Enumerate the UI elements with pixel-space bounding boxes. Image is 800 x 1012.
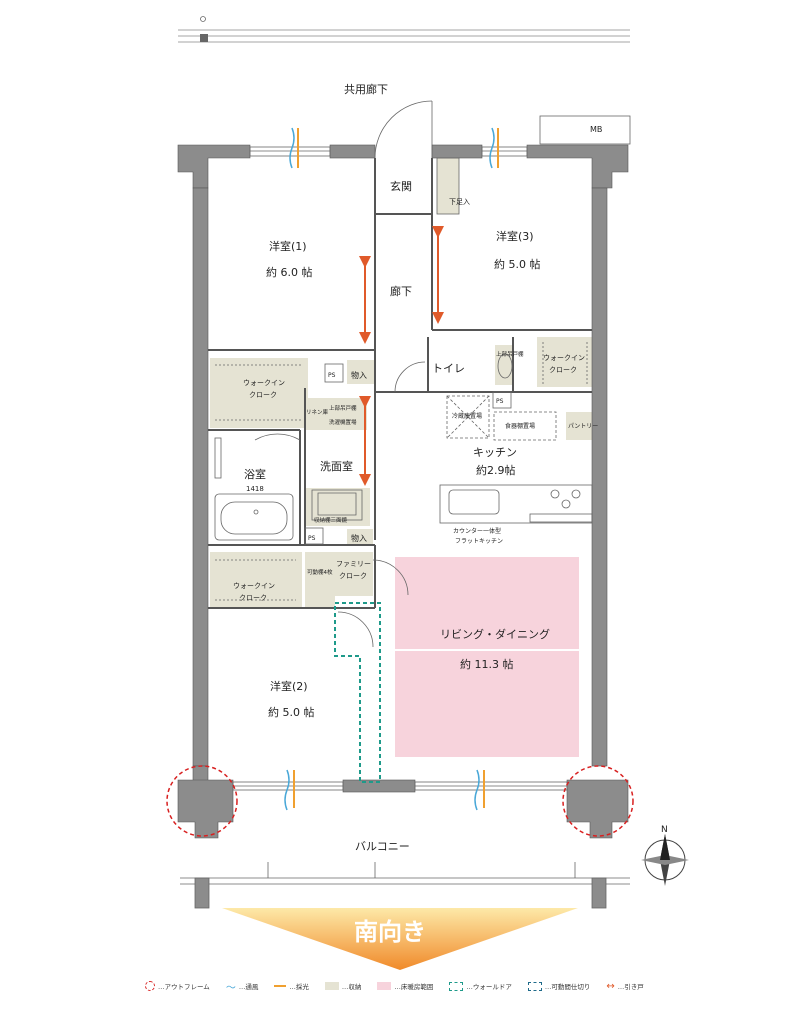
- ps-label-3: PS: [308, 535, 316, 542]
- interior-walls: [208, 158, 592, 609]
- toilet-label: トイレ: [432, 362, 465, 375]
- counter-line2: フラットキッチン: [455, 538, 503, 545]
- outframe-swatch-icon: [145, 981, 155, 991]
- common-corridor-label: 共用廊下: [344, 82, 388, 96]
- legend-label: …採光: [289, 983, 309, 991]
- south-banner-text: 南向き: [354, 918, 426, 946]
- upper-cabinet-label: 上部吊戸棚: [329, 404, 357, 412]
- compass-icon: [641, 834, 689, 886]
- wic-lower-line2: クローク: [239, 594, 267, 602]
- floor-heating-area: [395, 557, 579, 757]
- family-closet-line2: クローク: [339, 572, 367, 580]
- washroom-label: 洗面室: [320, 459, 353, 473]
- dishwasher-label: 食器棚置場: [505, 422, 535, 430]
- bath-code: 1418: [246, 485, 264, 493]
- ldk-size: 約 11.3 帖: [460, 657, 514, 671]
- balcony-label: バルコニー: [355, 840, 410, 853]
- legend-ventilation: 〜 …通風: [226, 979, 259, 994]
- legend-floorheat: …床暖房範囲: [377, 981, 433, 991]
- kitchen-name: キッチン: [473, 446, 517, 459]
- legend-label: …通風: [238, 983, 259, 991]
- walldoor-swatch-icon: [449, 981, 464, 991]
- shoe-box-label: 下足入: [449, 198, 470, 206]
- partition-swatch-icon: [527, 981, 542, 991]
- wic-right-line2: クローク: [549, 366, 577, 374]
- legend-label: …引き戸: [617, 983, 644, 991]
- wall-door-outline: [334, 602, 381, 783]
- toilet-cabinet-label: 上部吊戸棚: [496, 350, 524, 358]
- wic-right-line1: ウォークイン: [543, 354, 585, 362]
- legend-label: …床暖房範囲: [394, 983, 434, 991]
- legend-label: …可動間仕切り: [544, 983, 591, 991]
- vent-daylight-marks: [284, 127, 499, 811]
- top-site-lines: [178, 16, 630, 43]
- legend-partition: …可動間仕切り: [527, 981, 591, 991]
- western3-name: 洋室(3): [496, 229, 534, 243]
- storage-label-1: 物入: [351, 370, 367, 380]
- movable-shelf-label: 可動棚4枚: [307, 568, 333, 576]
- fridge-label: 冷蔵庫置場: [452, 412, 482, 420]
- entrance-label: 玄関: [390, 179, 412, 193]
- legend-label: …ウォールドア: [466, 983, 512, 991]
- ldk-name: リビング・ダイニング: [440, 627, 550, 641]
- western3-size: 約 5.0 帖: [494, 257, 541, 271]
- linen-label: リネン庫: [306, 408, 329, 416]
- wic-lower-line1: ウォークイン: [233, 582, 275, 590]
- room-labels: 共用廊下 MB 洋室(1) 約 6.0 帖 玄関 洋室(3) 約 5.0 帖 廊…: [244, 82, 602, 853]
- legend: …アウトフレーム 〜 …通風 …採光 …収納 …床暖房範囲 …ウォールドア …可…: [145, 977, 655, 995]
- wic-upper-line2: クローク: [249, 391, 277, 399]
- top-windows: [249, 115, 631, 157]
- legend-walldoor: …ウォールドア: [449, 981, 512, 991]
- washer-place-label: 洗濯機置場: [329, 418, 357, 426]
- storage-labels: ウォークイン クローク ウォークイン クローク ウォークイン クローク PS P…: [233, 198, 598, 602]
- legend-storage: …収納: [324, 981, 362, 991]
- fixtures: [180, 100, 630, 909]
- legend-label: …アウトフレーム: [158, 983, 210, 991]
- sliding-arrow-icon: ↔: [606, 980, 615, 992]
- counter-line1: カウンター一体型: [453, 527, 501, 535]
- outframe-circles: [166, 765, 634, 837]
- western2-name: 洋室(2): [270, 679, 308, 693]
- floorheat-swatch-icon: [377, 982, 392, 990]
- storage-label-2: 物入: [351, 533, 367, 543]
- bath-name: 浴室: [244, 467, 266, 481]
- hallway-label: 廊下: [390, 284, 412, 298]
- south-banner: [222, 908, 578, 970]
- north-label: N: [661, 825, 668, 835]
- western2-size: 約 5.0 帖: [268, 705, 315, 719]
- legend-label: …収納: [341, 983, 362, 991]
- pantry-label: パントリー: [568, 423, 598, 430]
- legend-slidingdoor: ↔ …引き戸: [606, 981, 643, 992]
- western1-name: 洋室(1): [269, 239, 307, 253]
- western1-size: 約 6.0 帖: [266, 265, 313, 279]
- ps-label-2: PS: [496, 398, 504, 405]
- mb-label: MB: [590, 125, 602, 134]
- vent-swatch-icon: 〜: [225, 982, 236, 994]
- daylight-swatch-icon: [274, 985, 287, 987]
- storage-shelf-label: 収納棚三面鏡: [314, 516, 348, 524]
- kitchen-size: 約2.9帖: [476, 463, 516, 477]
- ps-label-1: PS: [328, 372, 336, 379]
- legend-outframe: …アウトフレーム: [145, 981, 210, 991]
- legend-daylight: …採光: [274, 981, 309, 991]
- storage-swatch-icon: [324, 982, 339, 990]
- wic-upper-line1: ウォークイン: [243, 379, 285, 387]
- walls: [177, 144, 629, 839]
- family-closet-line1: ファミリー: [336, 560, 371, 568]
- sliding-door-arrows: [359, 226, 444, 486]
